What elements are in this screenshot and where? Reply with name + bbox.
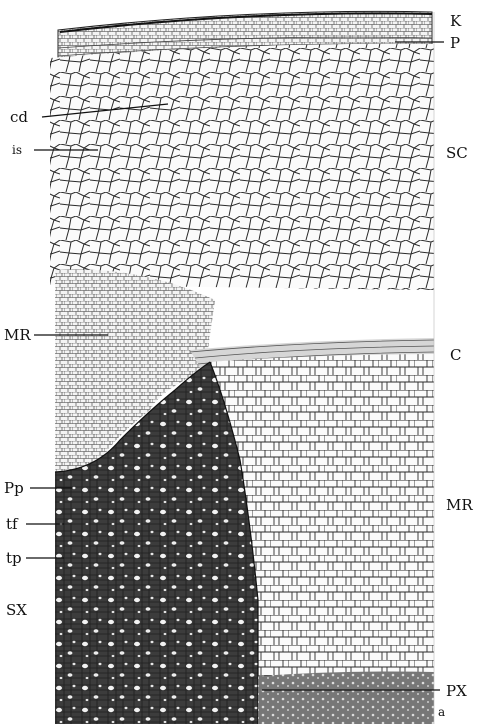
label-PX-text: PX xyxy=(446,682,467,700)
label-P-text: P xyxy=(450,34,460,52)
label-MR-left-text: MR xyxy=(4,326,31,344)
label-K: K xyxy=(450,12,462,30)
label-C: C xyxy=(450,346,461,364)
label-MR-right: MR xyxy=(446,496,473,514)
label-SX-text: SX xyxy=(6,601,27,619)
label-tp-text: tp xyxy=(6,549,22,567)
label-cd-text: cd xyxy=(10,108,28,126)
label-SC: SC xyxy=(446,144,468,162)
label-MR-right-text: MR xyxy=(446,496,473,514)
label-Pp-text: Pp xyxy=(4,479,24,497)
label-a: a xyxy=(438,705,445,719)
label-tf-text: tf xyxy=(6,515,19,533)
label-SC-text: SC xyxy=(446,144,468,162)
label-a-text: a xyxy=(438,705,445,719)
secondary-cortex-region xyxy=(50,44,434,290)
primary-xylem-region xyxy=(258,672,434,724)
label-is-text: is xyxy=(12,143,22,157)
label-C-text: C xyxy=(450,346,461,364)
label-K-text: K xyxy=(450,12,462,30)
label-SX: SX xyxy=(6,601,27,619)
